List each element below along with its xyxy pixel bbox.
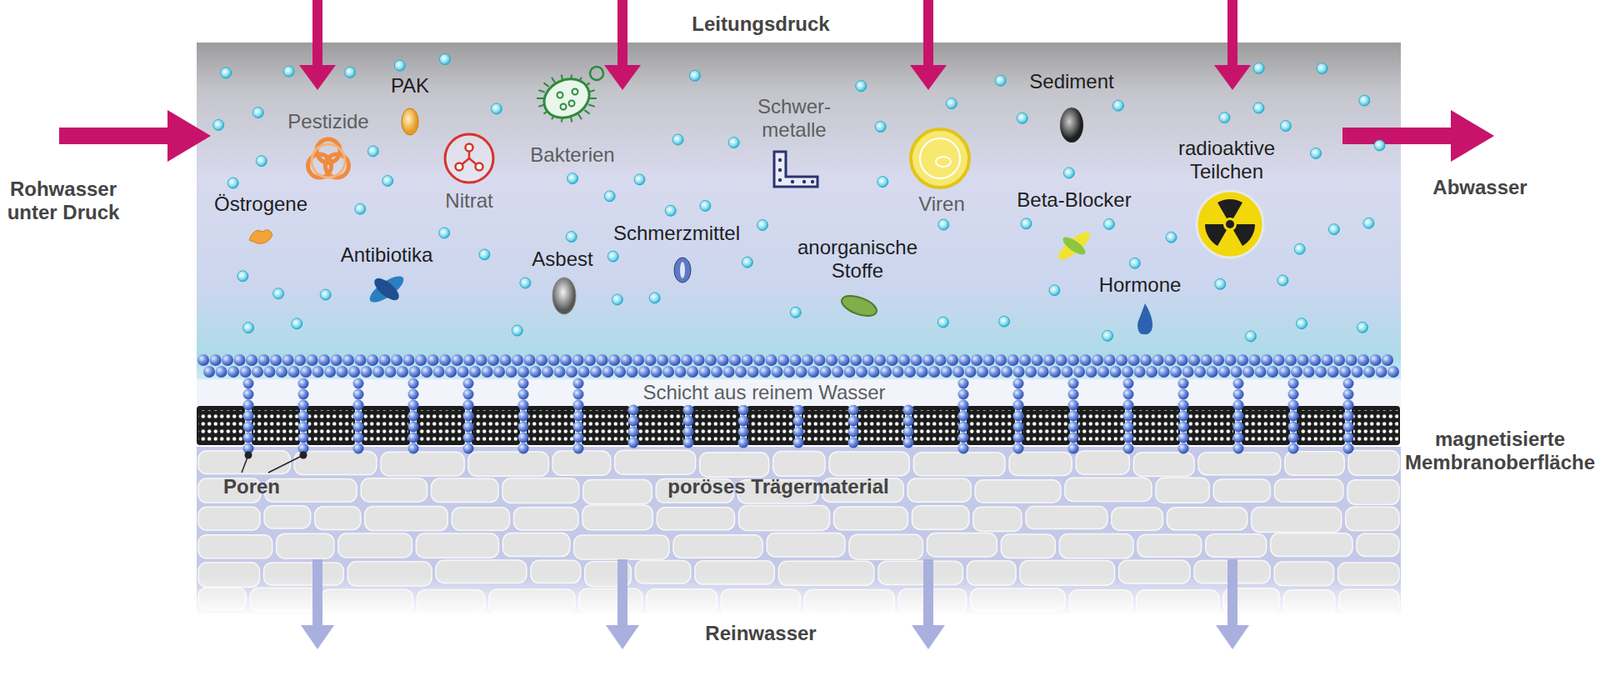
label: poröses Trägermaterial	[667, 475, 889, 499]
label: Asbest	[531, 247, 593, 271]
label: Reinwasser	[705, 621, 816, 645]
label: Rohwasser unter Druck	[5, 177, 122, 224]
label: PAK	[390, 74, 430, 98]
contaminant-icons	[249, 66, 1264, 335]
label: magnetisierte Membranoberfläche	[1404, 427, 1596, 474]
pore-leaders	[241, 451, 308, 474]
label: Beta-Blocker	[1016, 188, 1131, 212]
label: Pestizide	[287, 110, 369, 134]
porous-support	[195, 446, 1403, 617]
raw-water-chamber	[196, 42, 1401, 385]
label: Poren	[223, 475, 280, 499]
label: Östrogene	[214, 192, 308, 216]
label: anorganische Stoffe	[786, 235, 929, 282]
water-droplets	[213, 54, 1385, 342]
label: Hormone	[1099, 273, 1182, 297]
pure-water-layer	[197, 354, 1400, 455]
flow-arrows	[59, 0, 1495, 650]
label: Abwasser	[1432, 175, 1527, 200]
label: Sediment	[1029, 70, 1114, 94]
label: Antibiotika	[340, 243, 434, 267]
label: Schicht aus reinem Wasser	[642, 380, 885, 405]
label: radioaktive Teilchen	[1155, 136, 1298, 183]
label: Schwer- metalle	[748, 95, 840, 141]
label: Leitungsdruck	[691, 12, 830, 36]
label: Nitrat	[445, 189, 493, 213]
label: Schmerzmittel	[613, 221, 740, 245]
label: Viren	[918, 192, 965, 216]
label: Bakterien	[530, 143, 615, 167]
